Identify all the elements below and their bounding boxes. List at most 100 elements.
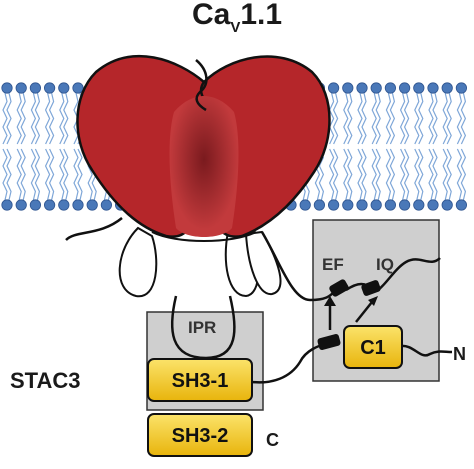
sh3-2-domain-box xyxy=(147,413,253,457)
lipid-head xyxy=(86,199,98,211)
lipid-tail xyxy=(389,148,396,201)
lipid-tail xyxy=(432,148,438,201)
lipid-tail xyxy=(63,148,69,201)
lipid-tail xyxy=(343,92,349,145)
lipid-head xyxy=(342,82,354,94)
lipid-head xyxy=(100,199,113,211)
sh3-2-domain: SH3-2 xyxy=(147,413,253,457)
lipid-tail xyxy=(385,148,392,201)
lipid-tail xyxy=(418,92,424,145)
sh3-1-domain: SH3-1 xyxy=(147,358,253,402)
lipid-tail xyxy=(16,148,22,201)
iq-helix xyxy=(361,280,381,296)
lipid-tail xyxy=(385,92,392,145)
lipid-head xyxy=(58,199,70,211)
lipid-tail xyxy=(456,92,463,145)
lipid-tail xyxy=(2,148,8,201)
lipid-tail xyxy=(20,148,26,201)
lipid-tail xyxy=(347,92,353,145)
lipid-tail xyxy=(375,92,381,145)
lipid-head xyxy=(427,82,439,94)
linker-to-ef xyxy=(260,231,335,302)
ef-helix xyxy=(329,279,349,297)
ef-label: EF xyxy=(322,255,344,274)
lipid-tail xyxy=(2,92,8,145)
lipid-tail xyxy=(30,148,37,201)
arrow-head-iq xyxy=(368,296,378,306)
lipid-head xyxy=(1,199,13,211)
channel-seam xyxy=(195,59,208,112)
lipid-head xyxy=(327,199,340,211)
c1-domain: C1 xyxy=(343,325,403,369)
lipid-head xyxy=(356,199,368,211)
channel-title-main: Ca xyxy=(192,0,231,31)
lipid-tail xyxy=(59,92,65,145)
c1-linker-helix xyxy=(317,334,341,350)
lipid-head xyxy=(384,199,396,211)
arrow-c1-to-iq xyxy=(355,301,373,323)
lipid-head xyxy=(29,82,42,94)
c1-domain-label: C1 xyxy=(360,337,386,359)
lipid-tail xyxy=(48,148,55,201)
lipid-tail xyxy=(63,92,69,145)
lipid-tail xyxy=(44,92,51,145)
lipid-head xyxy=(1,82,13,94)
lipid-tail xyxy=(73,148,79,201)
lipid-tail xyxy=(375,148,381,201)
lipid-tail xyxy=(446,148,452,201)
lipid-tail xyxy=(328,148,335,201)
lipid-tail xyxy=(456,148,463,201)
lipid-tail xyxy=(371,148,377,201)
c1-domain-box xyxy=(343,325,403,369)
sh3-1-domain-label: SH3-1 xyxy=(172,370,229,392)
channel-title-suffix: 1.1 xyxy=(240,0,282,31)
lipid-head xyxy=(58,82,70,94)
lipid-tail xyxy=(432,92,438,145)
lipid-head xyxy=(313,199,325,211)
c-terminus-label: C xyxy=(266,430,279,450)
lipid-head xyxy=(327,82,340,94)
interaction-arrows xyxy=(328,301,373,330)
lipid-tail xyxy=(34,148,41,201)
lipid-tail xyxy=(6,92,12,145)
channel-title: CaV1.1 xyxy=(192,0,282,36)
lipid-tail xyxy=(442,92,448,145)
lipid-head xyxy=(398,82,411,94)
lipid-tail xyxy=(77,148,83,201)
lipid-tail xyxy=(357,148,363,201)
sh3-1-domain-box xyxy=(147,358,253,402)
lipid-tail xyxy=(446,92,452,145)
lipid-tail xyxy=(403,92,410,145)
lipid-tail xyxy=(414,148,420,201)
stac3-label: STAC3 xyxy=(10,368,81,393)
channel-pore xyxy=(169,96,239,237)
channel-bottom-edge xyxy=(151,231,257,242)
lipid-tail xyxy=(361,148,367,201)
lipid-tail xyxy=(30,92,37,145)
lipid-head xyxy=(15,82,27,94)
lipid-tail xyxy=(48,92,55,145)
lipid-tail xyxy=(357,92,363,145)
linker-c1-n xyxy=(399,344,453,357)
lipid-head xyxy=(29,199,42,211)
lipid-head xyxy=(15,199,27,211)
lipid-tail xyxy=(59,148,65,201)
lipid-tail xyxy=(399,148,406,201)
lipid-head xyxy=(384,82,396,94)
lipid-head xyxy=(455,82,467,94)
arrow-head-ef xyxy=(324,296,336,306)
lipid-tail xyxy=(343,148,349,201)
lipid-tail xyxy=(332,92,339,145)
lipid-head xyxy=(441,82,453,94)
lipid-tail xyxy=(16,92,22,145)
lipid-head xyxy=(342,199,354,211)
lipid-tail xyxy=(34,92,41,145)
lipid-head xyxy=(43,199,56,211)
lipid-head xyxy=(427,199,439,211)
sh3-2-domain-label: SH3-2 xyxy=(172,425,229,447)
lipid-head xyxy=(398,199,411,211)
lipid-tail xyxy=(428,92,434,145)
cytoplasmic-loop-left xyxy=(118,226,158,298)
lipid-head xyxy=(370,82,382,94)
lipid-head xyxy=(413,199,425,211)
